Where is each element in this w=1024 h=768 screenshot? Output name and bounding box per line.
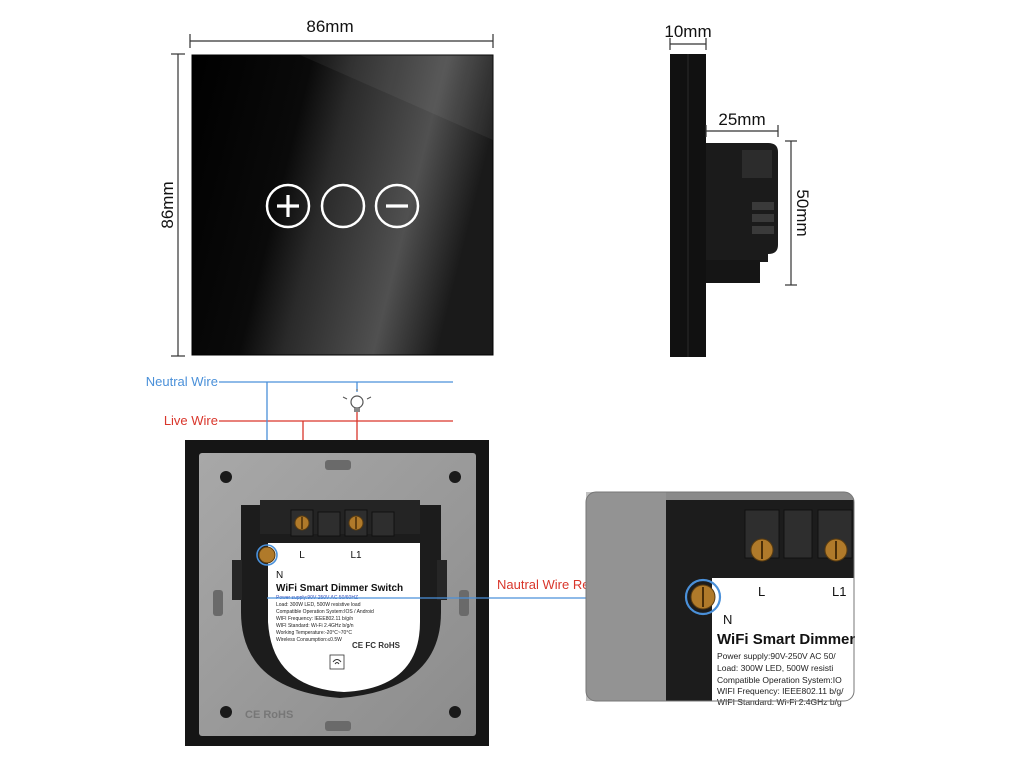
terminal-l1-label: L1 <box>350 550 362 561</box>
svg-text:Load: 300W LED, 500W resisti: Load: 300W LED, 500W resisti <box>717 663 833 673</box>
switch-module: L L1 N WiFi Smart Dimmer Switch Power su… <box>232 500 447 698</box>
side-view: 10mm 25mm 50mm <box>664 22 812 357</box>
plus-button[interactable] <box>265 183 311 229</box>
circle-icon <box>320 183 366 229</box>
screw-hole <box>449 471 461 483</box>
back-depth-label: 25mm <box>718 110 765 129</box>
glass-panel <box>191 54 494 356</box>
plus-icon <box>277 195 299 217</box>
highlight-ring <box>256 544 278 566</box>
product-label-title: WiFi Smart Dimmer Switch <box>276 583 403 594</box>
svg-text:Compatible Operation System:IO: Compatible Operation System:IOS / Androi… <box>276 609 374 615</box>
terminal-n <box>256 544 278 566</box>
svg-text:WIFI Standard: Wi-Fi 2.4GHz b/: WIFI Standard: Wi-Fi 2.4GHz b/g <box>717 697 842 707</box>
front-width-label: 86mm <box>306 17 353 36</box>
front-height-label: 86mm <box>158 181 177 228</box>
zoom-title: WiFi Smart Dimmer <box>717 631 855 648</box>
front-height-dimension: 86mm <box>158 53 185 357</box>
neutral-wire-label: Neutral Wire <box>146 374 218 389</box>
svg-text:Compatible Operation System:IO: Compatible Operation System:IO <box>717 675 842 685</box>
live-wire-label: Live Wire <box>164 413 218 428</box>
side-depth-label: 10mm <box>664 22 711 41</box>
screw-hole <box>220 706 232 718</box>
housing-cert-mark: CE RoHS <box>245 709 293 721</box>
lightbulb-icon <box>342 382 372 412</box>
terminal-l-label: L <box>299 550 305 561</box>
svg-text:WIFI Frequency: IEEE802.11 b/g: WIFI Frequency: IEEE802.11 b/g/n <box>276 616 353 622</box>
terminal-l1 <box>344 509 368 537</box>
screw-hole <box>449 706 461 718</box>
svg-text:Wireless Consumption:≤0.5W: Wireless Consumption:≤0.5W <box>276 637 342 643</box>
zoom-l-label: L <box>758 584 765 599</box>
zoom-highlight-ring <box>684 578 722 616</box>
svg-text:Working Temperature:-20°C~70°C: Working Temperature:-20°C~70°C <box>276 630 352 636</box>
rear-module <box>706 143 778 283</box>
back-height-label: 50mm <box>793 189 812 236</box>
side-depth-dimension: 10mm <box>664 22 712 50</box>
zoom-detail: N L L1 WiFi Smart Dimmer Power supply:90… <box>585 491 855 707</box>
svg-text:Load: 300W LED, 500W resistive: Load: 300W LED, 500W resistive load <box>276 602 361 608</box>
front-width-dimension: 86mm <box>189 17 494 48</box>
zoom-n-label: N <box>723 612 732 627</box>
back-view: CE RoHS L L1 <box>185 440 489 746</box>
power-button[interactable] <box>320 183 366 229</box>
minus-button[interactable] <box>374 183 420 229</box>
svg-text:Power supply:90V-250V AC 50/: Power supply:90V-250V AC 50/ <box>717 651 836 661</box>
back-depth-dimension: 25mm <box>705 110 779 137</box>
cert-logos: CE FC RoHS <box>352 641 401 650</box>
svg-text:WIFI Standard: Wi-Fi 2.4GHz b/: WIFI Standard: Wi-Fi 2.4GHz b/g/n <box>276 623 354 629</box>
screw-hole <box>220 471 232 483</box>
wifi-icon <box>329 654 345 670</box>
svg-text:WIFI Frequency: IEEE802.11 b/g: WIFI Frequency: IEEE802.11 b/g/ <box>717 686 844 696</box>
terminal-l <box>290 509 314 537</box>
back-height-dimension: 50mm <box>785 140 812 286</box>
zoom-l1-label: L1 <box>832 584 846 599</box>
front-view: 86mm 86mm <box>158 17 494 357</box>
terminal-n-label: N <box>276 570 283 581</box>
zoom-specs: Power supply:90V-250V AC 50/ Load: 300W … <box>717 651 844 707</box>
